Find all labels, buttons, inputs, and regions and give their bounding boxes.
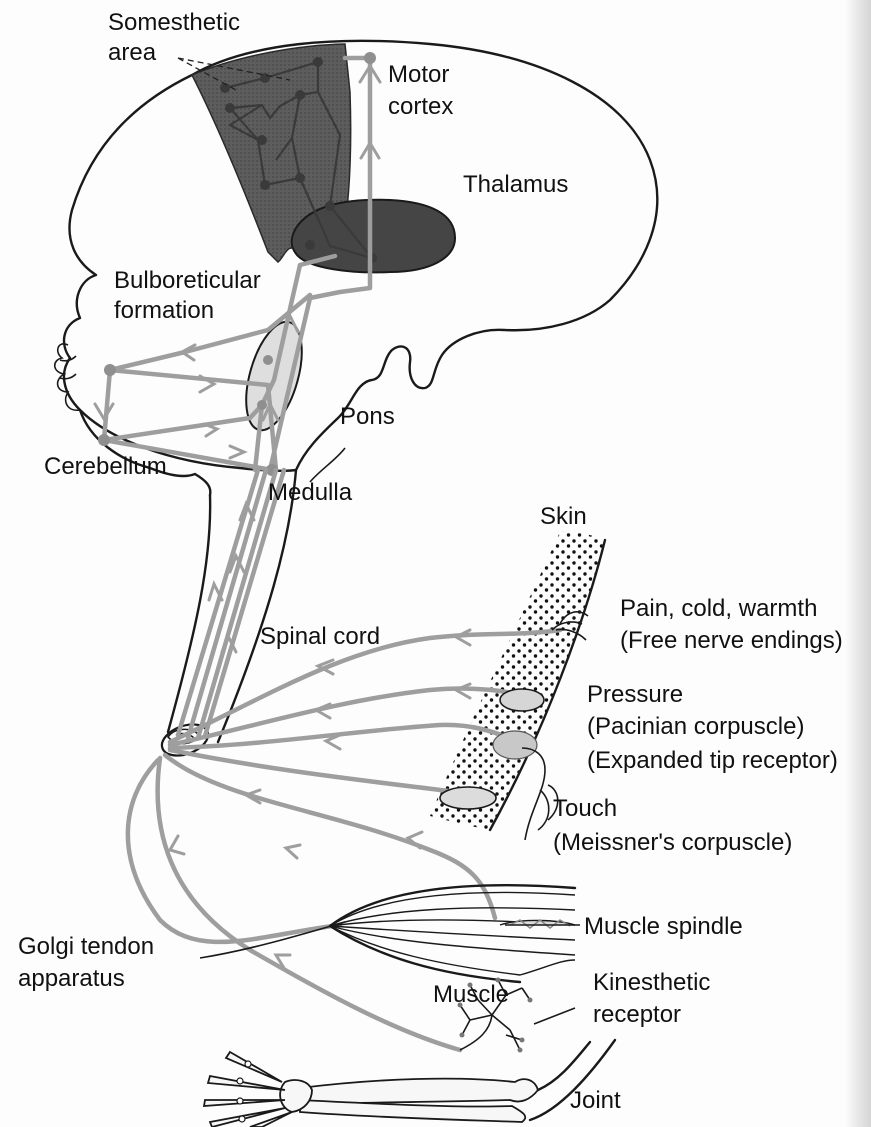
label-pressure-2: (Pacinian corpuscle) [587,713,804,740]
label-pain-1: Pain, cold, warmth [620,595,817,622]
label-golgi-2: apparatus [18,965,125,992]
label-somesthetic-1: Somesthetic [108,9,240,36]
label-bulboreticular-1: Bulboreticular [114,267,261,294]
label-motor-2: cortex [388,93,453,120]
label-skin: Skin [540,503,587,530]
label-golgi-1: Golgi tendon [18,933,154,960]
label-medulla: Medulla [268,479,353,506]
page-edge-shadow [845,0,871,1127]
label-pressure-1: Pressure [587,681,683,708]
label-touch-1: Touch [553,795,617,822]
labels: Somesthetic area Motor cortex Thalamus B… [18,9,843,1114]
label-spinal-cord: Spinal cord [260,623,380,650]
label-pons: Pons [340,403,395,430]
label-thalamus: Thalamus [463,171,568,198]
label-pressure-3: (Expanded tip receptor) [587,747,838,774]
label-motor-1: Motor [388,61,449,88]
skin-layer [430,532,605,830]
label-joint: Joint [570,1087,621,1114]
arm-skeleton [204,1040,615,1127]
label-kinesthetic-1: Kinesthetic [593,969,710,996]
label-pain-2: (Free nerve endings) [620,627,843,654]
label-somesthetic-2: area [108,39,157,66]
label-touch-2: (Meissner's corpuscle) [553,829,792,856]
muscle [330,885,575,982]
label-muscle: Muscle [433,981,509,1008]
label-cerebellum: Cerebellum [44,453,167,480]
label-muscle-spindle: Muscle spindle [584,913,743,940]
label-kinesthetic-2: receptor [593,1001,681,1028]
label-bulboreticular-2: formation [114,297,214,324]
